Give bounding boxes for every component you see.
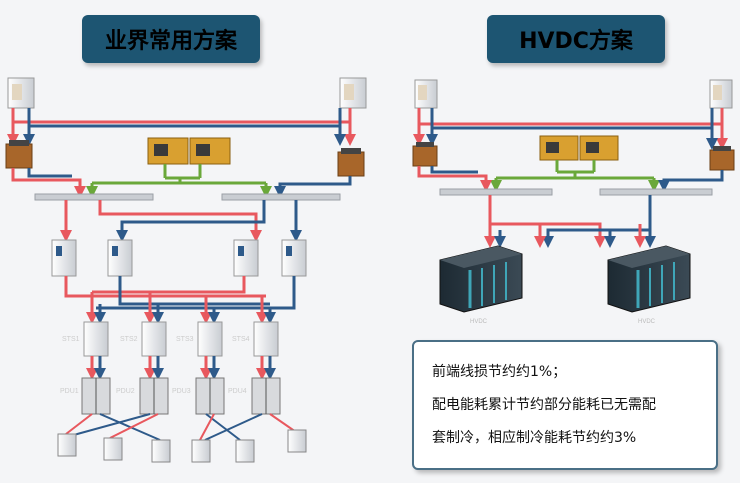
busbar-left [439,188,553,196]
savings-note-box: 前端线损节约约1%； 配电能耗累计节约部分能耗已无需配 套制冷，相应制冷能耗节约… [412,340,718,470]
pdu-server-links [65,413,297,441]
busbar-right [221,193,341,201]
hvdc-label: HVDC [470,319,488,325]
utility-cabinet-right [709,79,733,109]
pdu-cabinets [81,377,281,415]
sts-label: STS2 [120,336,138,343]
transformer-left [5,140,33,169]
sts-label: STS4 [232,336,250,343]
generator-pair [147,137,231,165]
note-line: 套制冷，相应制冷能耗节约约3% [432,430,637,446]
sts-cabinets [83,321,279,357]
utility-cabinet-left [7,77,35,109]
title-industry-solution: 业界常用方案 [82,15,260,63]
hvdc-rack-left [439,245,523,313]
transformer-right [337,148,365,177]
left-diagram: STS1 STS2 STS3 STS4 PDU1 PDU2 PDU3 PDU4 [5,77,367,463]
title-hvdc-solution: HVDC方案 [487,15,665,63]
transformer-right [709,146,735,171]
hvdc-rack-right [607,245,691,313]
note-line: 前端线损节约约1%； [432,364,567,380]
sts-label: STS3 [176,336,194,343]
pdu-label: PDU2 [116,388,135,395]
pdu-label: PDU3 [172,388,191,395]
busbar-right [599,188,713,196]
pdu-label: PDU4 [228,388,247,395]
ups-cabinets [51,239,307,277]
hvdc-label: HVDC [638,319,656,325]
transformer-left [412,142,438,167]
generator-pair [539,135,619,161]
right-diagram: HVDC HVDC [412,79,735,325]
utility-cabinet-right [339,77,367,109]
utility-cabinet-left [414,79,438,109]
busbar-left [34,193,154,201]
sts-label: STS1 [62,336,80,343]
server-devices [57,429,307,463]
pdu-label: PDU1 [60,388,79,395]
note-line: 配电能耗累计节约部分能耗已无需配 [432,397,656,413]
